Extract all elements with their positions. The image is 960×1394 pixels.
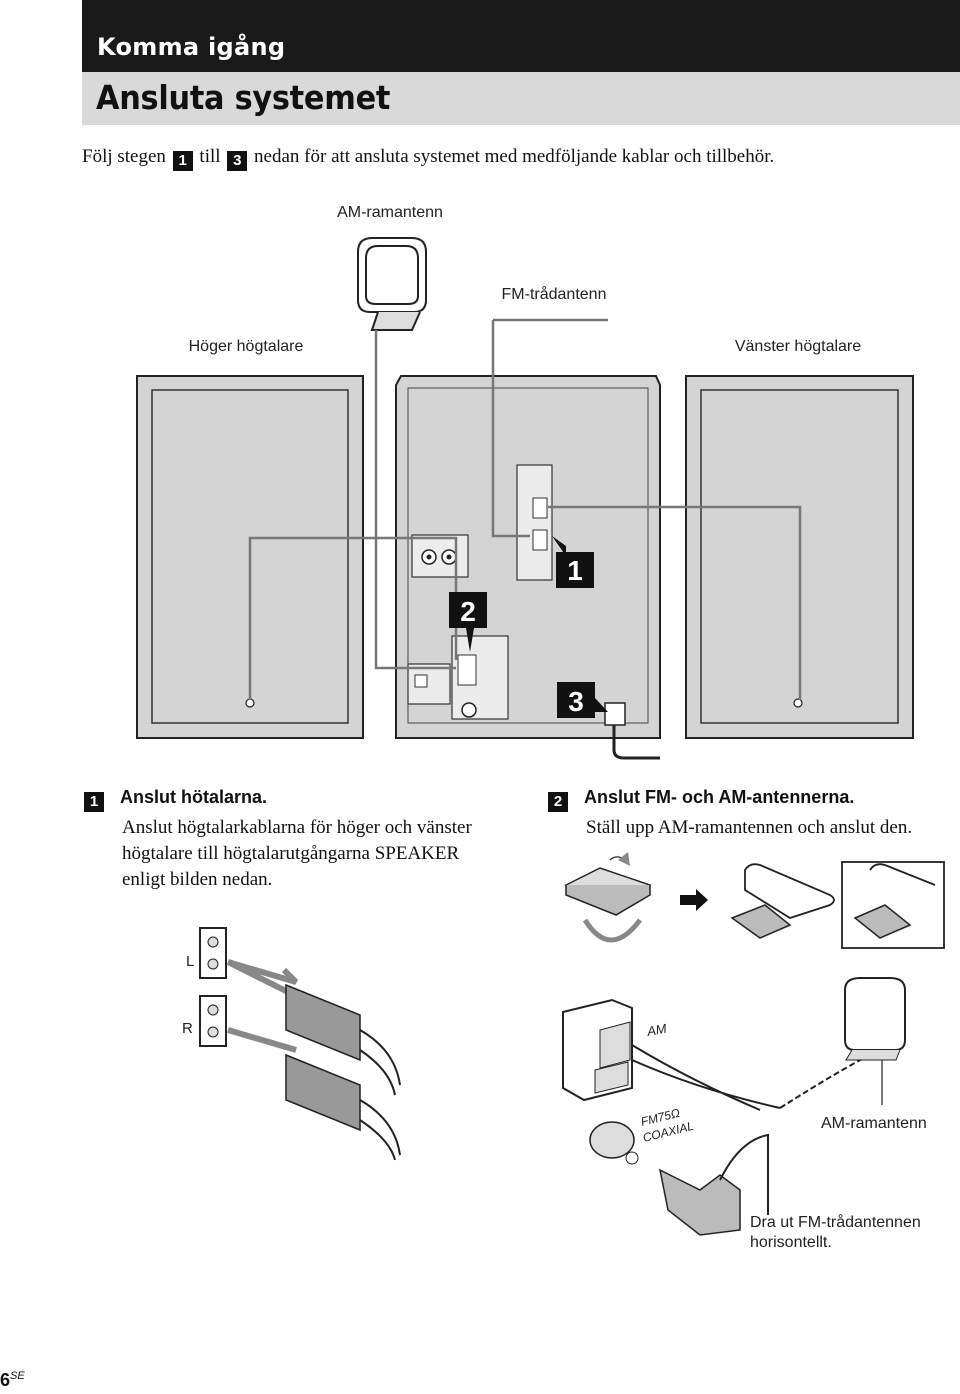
intro-before: Följ stegen (82, 146, 166, 167)
page-number: 6SE (0, 1370, 25, 1391)
title-bar (82, 72, 960, 125)
svg-text:2: 2 (460, 596, 476, 627)
step1-badge: 1 (84, 792, 104, 812)
terminal-label-left: L (186, 953, 194, 970)
label-left-speaker: Vänster högtalare (734, 338, 862, 355)
label-fm-instruction-1: Dra ut FM-trådantennen (750, 1214, 921, 1231)
callout-2: 2 (449, 592, 487, 652)
speaker-terminal-illustration (199, 927, 401, 1161)
am-antenna-icon (357, 237, 427, 331)
connection-wires (248, 318, 802, 700)
jack-label-am: AM (645, 1021, 668, 1039)
step-badge-end: 3 (227, 151, 248, 171)
intro-middle: till (199, 146, 221, 167)
step2-badge: 2 (548, 792, 568, 812)
page-number-value: 6 (0, 1370, 11, 1390)
label-am-antenna-step2: AM-ramantenn (821, 1115, 927, 1132)
antenna-setup-illustration (564, 852, 945, 949)
step2-heading: 2 Anslut FM- och AM-antennerna. (546, 787, 854, 812)
page-title: Ansluta systemet (96, 78, 391, 117)
callout-1: 1 (552, 536, 594, 588)
svg-text:3: 3 (568, 686, 584, 717)
svg-text:1: 1 (567, 555, 583, 586)
step2-body: Ställ upp AM-ramantennen och anslut den. (586, 817, 913, 838)
section-header-bar (82, 0, 960, 72)
label-fm-instruction-2: horisontellt. (750, 1234, 832, 1251)
label-am-antenna: AM-ramantenn (337, 204, 443, 221)
label-right-speaker: Höger högtalare (188, 338, 304, 355)
callout-3: 3 (557, 682, 608, 718)
section-label: Komma igång (97, 33, 286, 61)
step1-body: Anslut högtalarkablarna för höger och vä… (122, 817, 472, 890)
intro-text: Följ stegen 1 till 3 nedan för att anslu… (82, 146, 774, 171)
step-badge-start: 1 (172, 151, 193, 171)
step1-title: Anslut hötalarna. (120, 787, 268, 807)
terminal-label-right: R (182, 1020, 193, 1037)
step2-title: Anslut FM- och AM-antennerna. (584, 787, 855, 807)
page-number-suffix: SE (10, 1370, 25, 1382)
antenna-jack-illustration (562, 977, 906, 1236)
intro-after: nedan för att ansluta systemet med medfö… (254, 146, 775, 167)
main-unit-rear (395, 375, 661, 760)
step1-heading: 1 Anslut hötalarna. (82, 787, 267, 812)
label-fm-antenna: FM-trådantenn (501, 286, 607, 303)
